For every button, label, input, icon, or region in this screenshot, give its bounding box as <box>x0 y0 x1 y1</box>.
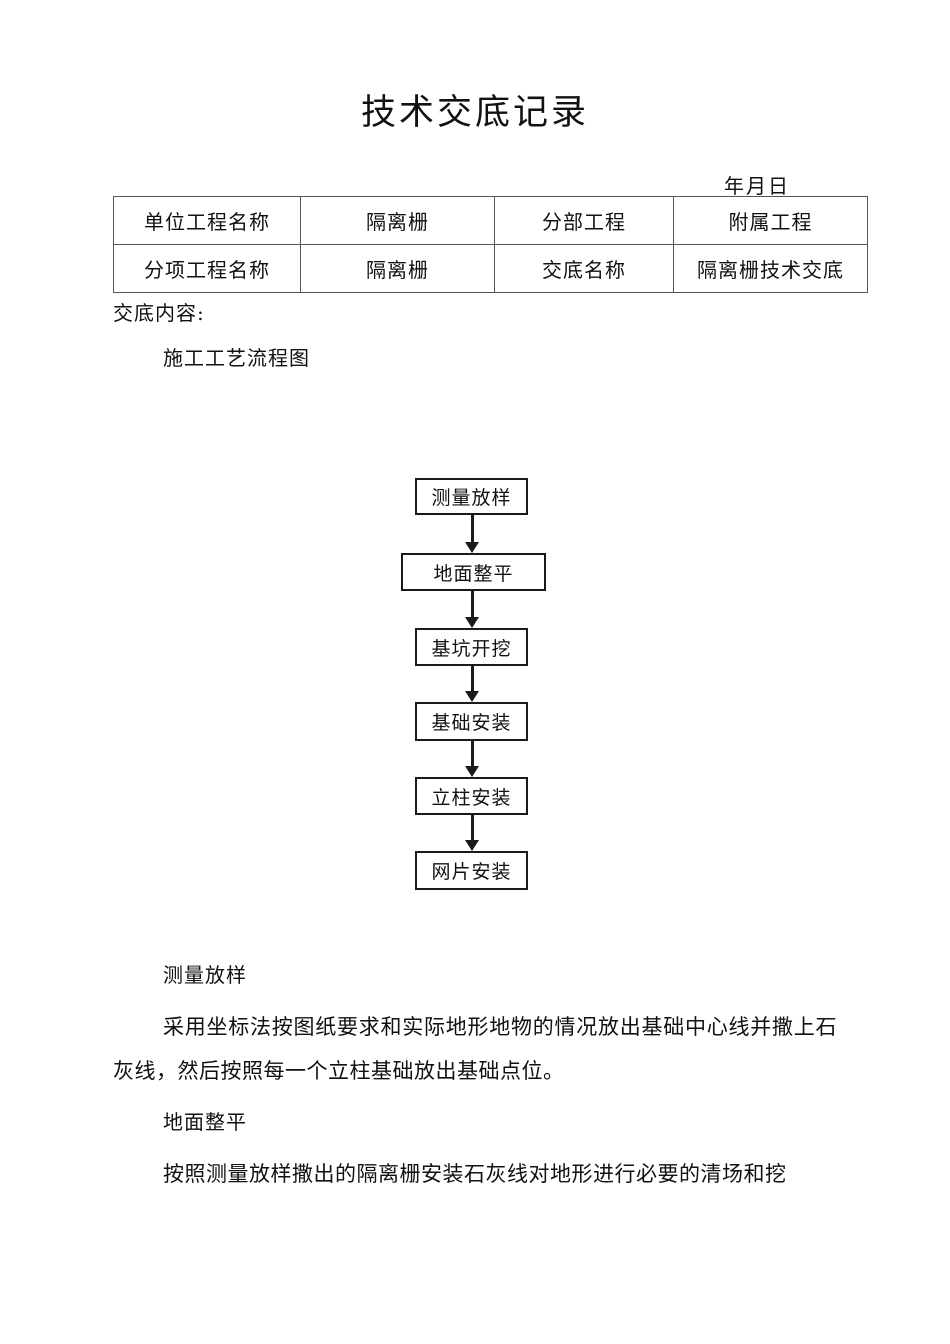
flowchart-heading: 施工工艺流程图 <box>163 346 310 370</box>
cell-unit-project-value: 隔离栅 <box>300 196 495 245</box>
cell-division-project-label: 分部工程 <box>494 196 674 245</box>
flow-arrow-3 <box>465 666 479 702</box>
section-1-heading: 测量放样 <box>163 963 247 987</box>
page-title: 技术交底记录 <box>360 93 589 133</box>
cell-sub-project-label: 分项工程名称 <box>113 244 301 293</box>
project-info-table: 单位工程名称 隔离栅 分部工程 附属工程 分项工程名称 隔离栅 交底名称 隔离栅… <box>113 196 868 293</box>
date-line: 年月日 <box>724 174 790 198</box>
cell-disclosure-name-label: 交底名称 <box>494 244 674 293</box>
cell-sub-project-value: 隔离栅 <box>300 244 495 293</box>
section-2-heading: 地面整平 <box>163 1110 247 1134</box>
cell-unit-project-label: 单位工程名称 <box>113 196 301 245</box>
cell-disclosure-name-value: 隔离栅技术交底 <box>673 244 868 293</box>
table-row: 单位工程名称 隔离栅 分部工程 附属工程 <box>113 196 868 245</box>
flow-arrow-5 <box>465 815 479 851</box>
table-row: 分项工程名称 隔离栅 交底名称 隔离栅技术交底 <box>113 244 868 293</box>
cell-division-project-value: 附属工程 <box>673 196 868 245</box>
flow-arrow-1 <box>465 515 479 553</box>
content-heading: 交底内容: <box>113 301 205 325</box>
flow-step-2: 地面整平 <box>401 553 546 591</box>
flow-step-1: 测量放样 <box>415 478 528 515</box>
flow-step-4: 基础安装 <box>415 702 528 741</box>
flow-step-6: 网片安装 <box>415 851 528 890</box>
flow-step-5: 立柱安装 <box>415 777 528 815</box>
section-1-body: 采用坐标法按图纸要求和实际地形地物的情况放出基础中心线并撒上石灰线，然后按照每一… <box>113 1015 837 1083</box>
flow-arrow-4 <box>465 741 479 777</box>
flow-arrow-2 <box>465 591 479 628</box>
section-2-body: 按照测量放样撒出的隔离栅安装石灰线对地形进行必要的清场和挖 <box>163 1162 787 1186</box>
flow-step-3: 基坑开挖 <box>415 628 528 666</box>
